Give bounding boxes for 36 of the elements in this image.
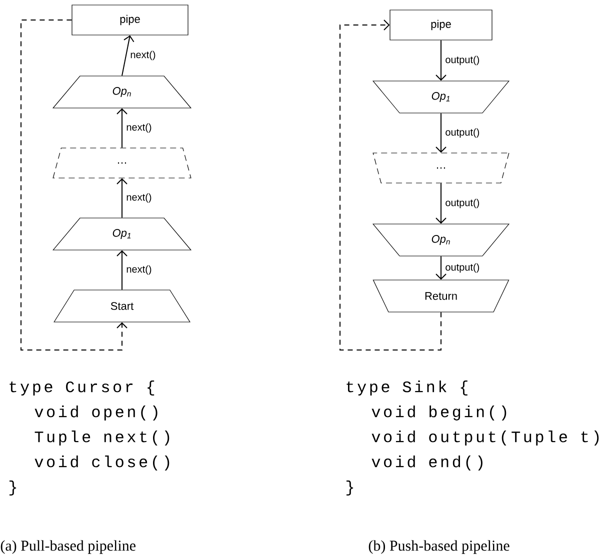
edge-label: next() (126, 123, 152, 133)
arrow (436, 256, 446, 280)
code-line: type Sink { (346, 380, 468, 396)
edge-label: output() (446, 128, 480, 138)
caption: (b) Push-based pipeline (368, 540, 510, 554)
operator-trapezoid: … (52, 148, 192, 178)
code-line: type Cursor { (10, 380, 154, 396)
edge-label: next() (126, 193, 152, 203)
caption: (a) Pull-based pipeline (0, 540, 136, 554)
arrow (436, 112, 446, 153)
code-line: Tuple next() (34, 430, 170, 446)
operator-trapezoid: Start (54, 290, 190, 322)
feedback-arrow (340, 20, 442, 350)
edge-label: next() (126, 265, 152, 275)
arrow (116, 108, 128, 148)
code-line: void end() (372, 456, 482, 470)
arrow (116, 178, 128, 218)
code-line: void begin() (372, 406, 506, 420)
code-line: void open() (34, 406, 158, 420)
code-line: } (346, 480, 354, 496)
operator-trapezoid: Return (372, 280, 510, 312)
arrow (436, 182, 446, 224)
code-line: void output(Tuple t) (372, 430, 599, 446)
arrow (436, 40, 446, 81)
code-line: } (10, 480, 16, 496)
pipe-box: pipe (72, 4, 188, 36)
edge-label: output() (446, 198, 480, 208)
operator-trapezoid: … (372, 152, 510, 184)
edge-label: next() (130, 50, 156, 60)
pipe-box: pipe (390, 10, 492, 40)
feedback-arrow (20, 20, 128, 350)
code-line: void close() (34, 456, 170, 470)
arrow (116, 250, 128, 290)
edge-label: output() (446, 56, 480, 66)
edge-label: output() (446, 263, 480, 273)
arrow (122, 35, 134, 76)
